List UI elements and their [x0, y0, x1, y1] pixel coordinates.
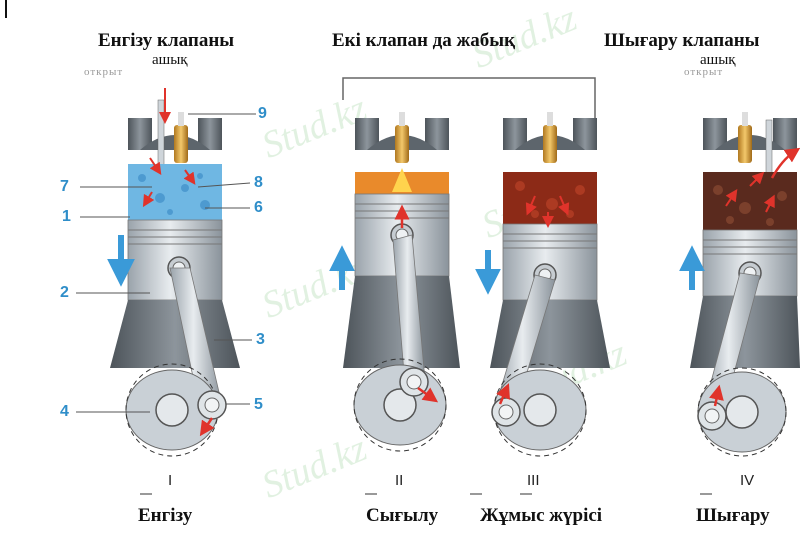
stroke-name-exhaust: Шығару	[696, 505, 770, 526]
exhaust-valve-subtitle: ашық	[700, 52, 736, 68]
intake-valve-subtitle: ашық	[152, 52, 188, 68]
part-number-2: 2	[60, 284, 69, 301]
part-number-4: 4	[60, 403, 69, 420]
both-closed-bracket	[342, 77, 596, 118]
part-number-3: 3	[256, 331, 265, 348]
stroke-numeral-1: I	[168, 472, 173, 489]
stroke-name-compression: Сығылу	[366, 505, 439, 526]
cylinder-power	[475, 112, 610, 457]
part-number-6: 6	[254, 199, 263, 216]
cylinder-exhaust	[679, 112, 800, 457]
part-number-8: 8	[254, 174, 263, 191]
faint-caption-right: открыт	[684, 66, 724, 78]
stroke-name-power: Жұмыс жүрісі	[480, 505, 603, 526]
stroke-name-intake: Енгізу	[138, 505, 193, 526]
stroke-numeral-3: III	[527, 472, 540, 489]
exhaust-valve-title: Шығару клапаны	[604, 30, 760, 51]
leader-lines	[76, 113, 256, 413]
part-number-5: 5	[254, 396, 263, 413]
faint-caption-left: открыт	[84, 66, 124, 78]
part-number-1: 1	[62, 208, 71, 225]
intake-valve-title: Енгізу клапаны	[98, 30, 235, 51]
both-valves-closed-title: Екі клапан да жабық	[332, 30, 516, 51]
part-number-7: 7	[60, 178, 69, 195]
stroke-numeral-2: II	[395, 472, 404, 489]
stroke-numeral-4: IV	[740, 472, 755, 489]
part-number-9: 9	[258, 105, 267, 122]
cylinder-intake	[107, 88, 240, 457]
cylinder-compression	[329, 112, 460, 452]
